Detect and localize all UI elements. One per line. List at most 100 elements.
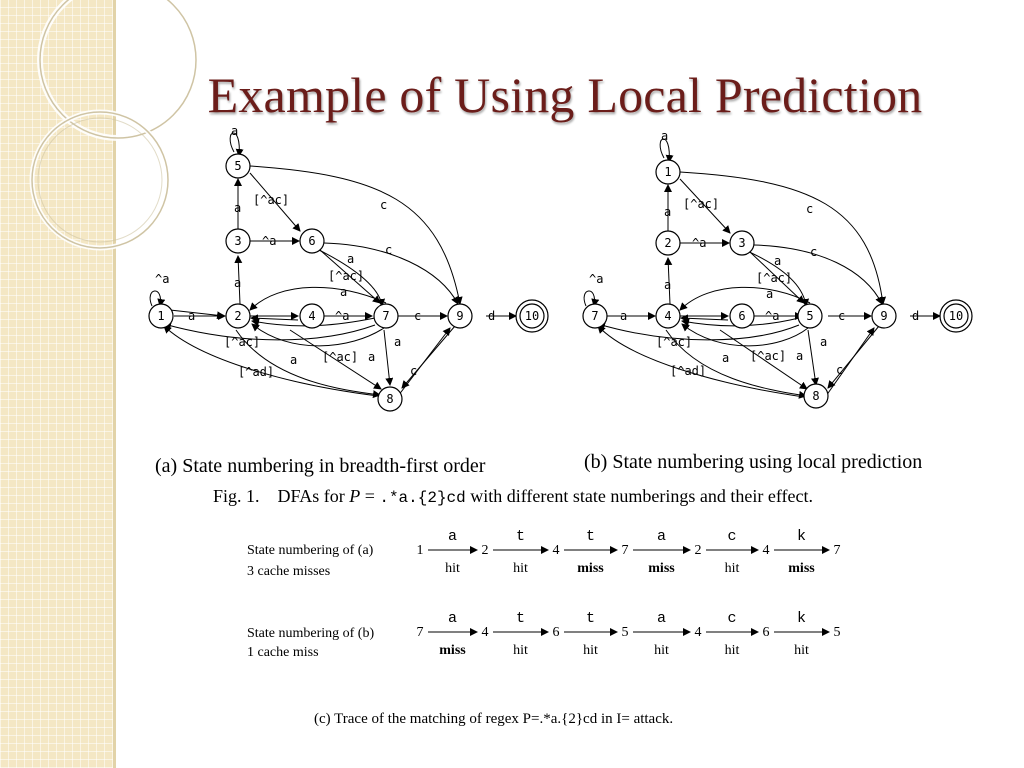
dfa-a-edge-label: [^ac]	[253, 193, 289, 207]
trace-state: 4	[553, 543, 560, 558]
trace-state: 4	[763, 543, 770, 558]
dfa-a-edge-label: [^ac]	[322, 350, 358, 364]
dfa-a-state: 7	[382, 309, 389, 323]
trace-result: miss	[648, 561, 675, 576]
dfa-a-edge-label: ^a	[262, 234, 276, 248]
dfa-b-edge-label: [^ac]	[656, 335, 692, 349]
figure-caption: Fig. 1. DFAs for P = .*a.{2}cd with diff…	[213, 486, 813, 507]
figure-formula-regex: .*a.{2}cd	[379, 489, 466, 507]
dfa-a-state: 5	[234, 159, 241, 173]
dfa-a-edge-label: ^a	[155, 272, 169, 286]
dfa-b-state: 2	[664, 236, 671, 250]
trace-state: 5	[834, 625, 841, 640]
dfa-a-edge-label: [^ad]	[238, 365, 274, 379]
trace-result: hit	[794, 643, 809, 658]
dfa-b-edge-label: a	[796, 349, 803, 363]
trace-row-b-label: State numbering of (b)	[247, 626, 374, 641]
trace-result: hit	[583, 643, 598, 658]
trace-state: 7	[417, 625, 424, 640]
dfa-a-state: 3	[234, 234, 241, 248]
dfa-b-edge-label: ^a	[589, 272, 603, 286]
trace-result: hit	[445, 561, 460, 576]
dfa-a-state: 9	[456, 309, 463, 323]
dfa-a-edge-label: c	[385, 243, 392, 257]
slide-title: Example of Using Local Prediction	[207, 67, 923, 123]
dfa-a-state: 8	[386, 392, 393, 406]
trace-state: 5	[622, 625, 629, 640]
trace-result: hit	[513, 643, 528, 658]
trace-state: 7	[622, 543, 629, 558]
dfa-a-edge-label: a	[234, 276, 241, 290]
decorative-circles	[29, 0, 199, 251]
trace-state: 1	[417, 543, 424, 558]
dfa-b-edge-label: [^ac]	[683, 197, 719, 211]
dfa-b-edge-label: c	[810, 245, 817, 259]
trace-input-char: a	[657, 528, 666, 545]
trace-state: 2	[695, 543, 702, 558]
dfa-b-state: 3	[738, 236, 745, 250]
trace-input-char: a	[657, 610, 666, 627]
dfa-b-state: 1	[664, 165, 671, 179]
dfa-b-state: 4	[664, 309, 671, 323]
trace-result: hit	[654, 643, 669, 658]
dfa-a-edge-label: a	[394, 335, 401, 349]
trace-result: miss	[788, 561, 815, 576]
trace-result: miss	[439, 643, 466, 658]
dfa-a-edge-label: a	[290, 353, 297, 367]
dfa-b-edge-label: d	[912, 309, 919, 323]
figure-formula-p: P	[349, 486, 361, 506]
dfa-a-edge-label: [^ac]	[224, 335, 260, 349]
trace-state: 6	[763, 625, 770, 640]
dfa-b-edge-label: a	[722, 351, 729, 365]
dfa-b-edge-label: ^a	[765, 309, 779, 323]
dfa-b-edge-label: ^a	[692, 236, 706, 250]
trace-result: hit	[513, 561, 528, 576]
dfa-a-edge-label: a	[188, 309, 195, 323]
dfa-b-state: 7	[591, 309, 598, 323]
dfa-b-state: 10	[949, 309, 963, 323]
dfa-b-edge-label: a	[661, 129, 668, 143]
dfa-a-edge-label: a	[340, 285, 347, 299]
dfa-a-edge-label: a	[231, 124, 238, 138]
trace-row-a-misses: 3 cache misses	[247, 564, 330, 579]
trace-input-char: k	[797, 528, 806, 545]
dfa-a-edge-label: ^a	[335, 309, 349, 323]
trace-row-b-misses: 1 cache miss	[247, 645, 319, 660]
caption-a: (a) State numbering in breadth-first ord…	[155, 455, 486, 477]
dfa-a-edge-label: c	[380, 198, 387, 212]
dfa-b-edge-label: a	[664, 205, 671, 219]
trace-state: 2	[482, 543, 489, 558]
figure-formula-eq: =	[360, 486, 380, 506]
dfa-b-edge-label: c	[806, 202, 813, 216]
trace-result: hit	[725, 561, 740, 576]
dfa-b-edge-label: c	[838, 309, 845, 323]
dfa-b-edge-label: [^ad]	[670, 364, 706, 378]
trace-row-a-label: State numbering of (a)	[247, 543, 374, 558]
dfa-a-diagram: 1 2 3 4 5 6 7 8 9 10 a [^ac] a ^a c c a …	[148, 124, 549, 412]
figure-prefix: Fig. 1.	[213, 486, 260, 506]
dfa-b-diagram: 1 2 3 4 5 6 7 8 9 10 a [^ac] a ^a c c a …	[582, 129, 973, 409]
trace-input-char: c	[727, 610, 736, 627]
dfa-a-edge-label: [^ac]	[328, 269, 364, 283]
trace-input-char: t	[586, 528, 595, 545]
dfa-a-edge-label: a	[234, 201, 241, 215]
dfa-b-state: 8	[812, 389, 819, 403]
trace-input-char: t	[516, 528, 525, 545]
trace-input-char: t	[586, 610, 595, 627]
dfa-a-state: 2	[234, 309, 241, 323]
dfa-b-state: 9	[880, 309, 887, 323]
trace-input-char: c	[727, 528, 736, 545]
dfa-a-state: 6	[308, 234, 315, 248]
trace-input-char: a	[448, 528, 457, 545]
dfa-b-edge-label: a	[620, 309, 627, 323]
dfa-b-edge-label: a	[766, 287, 773, 301]
dfa-a-state: 4	[308, 309, 315, 323]
dfa-a-edge-label: d	[488, 309, 495, 323]
dfa-b-edge-label: a	[664, 278, 671, 292]
dfa-a-edge-label: a	[368, 350, 375, 364]
trace-input-char: k	[797, 610, 806, 627]
dfa-b-edge-label: [^ac]	[750, 349, 786, 363]
dfa-b-state: 6	[738, 309, 745, 323]
trace-state: 4	[482, 625, 489, 640]
trace-state: 4	[695, 625, 702, 640]
